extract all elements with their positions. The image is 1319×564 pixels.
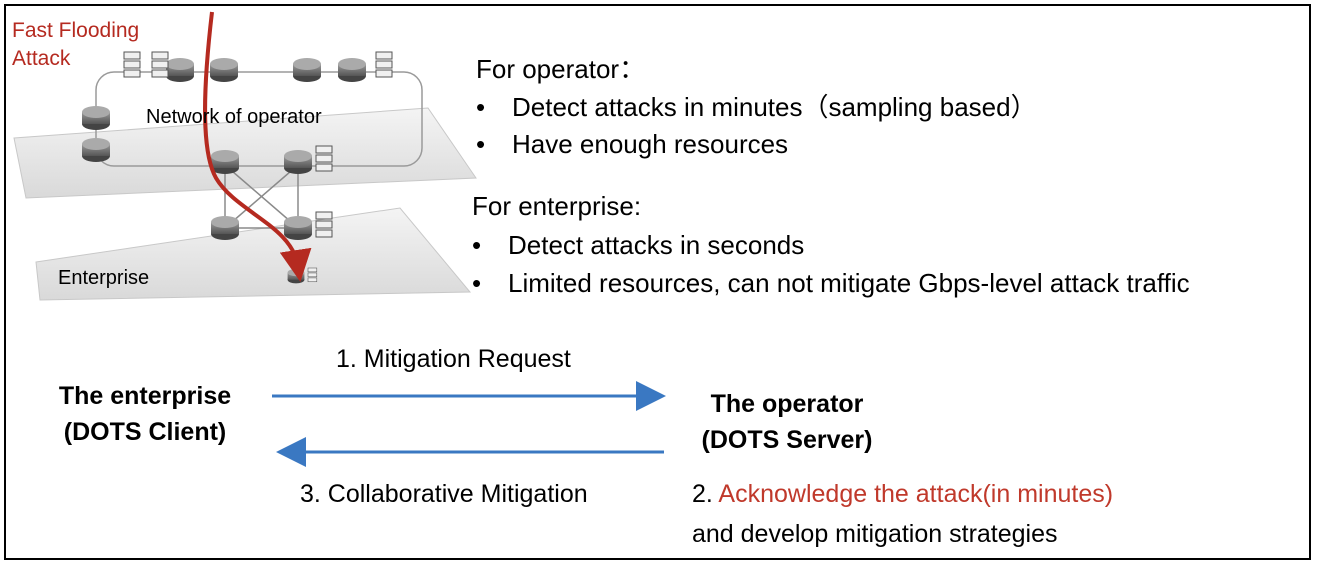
enterprise-network-plane	[35, 207, 472, 301]
operator-network-plane	[13, 107, 477, 199]
server-role: (DOTS Server)	[701, 426, 873, 454]
router-icon	[338, 58, 366, 82]
slide-frame	[4, 4, 1311, 560]
server-icon	[123, 51, 141, 78]
router-group	[82, 58, 366, 284]
router-icon	[287, 269, 305, 284]
attack-path	[203, 11, 312, 282]
router-icon	[284, 150, 312, 174]
step2-highlight: Acknowledge the attack(in minutes)	[718, 480, 1114, 508]
router-icon	[284, 216, 312, 240]
router-icon	[293, 58, 321, 82]
bullet-dot: •	[476, 92, 486, 122]
bullet-text: Limited resources, can not mitigate Gbps…	[508, 268, 1190, 298]
router-icon	[211, 150, 239, 174]
server-title: The operator	[710, 390, 864, 418]
operator-heading: For operator：	[476, 54, 646, 84]
step1-label: 1. Mitigation Request	[336, 345, 571, 373]
step2-label: 2. Acknowledge the attack(in minutes)	[692, 482, 1113, 507]
router-icon	[82, 106, 110, 130]
attack-label-line2: Attack	[12, 47, 71, 70]
bullet-text: Detect attacks in seconds	[508, 230, 805, 260]
client-title: The enterprise	[58, 382, 232, 410]
bullet-dot: •	[472, 268, 482, 298]
router-icon	[82, 138, 110, 162]
bullet-text: Have enough resources	[512, 129, 789, 159]
step2-detail: and develop mitigation strategies	[692, 520, 1058, 548]
router-icon	[210, 58, 238, 82]
router-icon	[166, 58, 194, 82]
server-icon	[315, 145, 333, 172]
dots-server: The operator (DOTS Server)	[676, 386, 898, 458]
step2-prefix: 2.	[692, 480, 719, 508]
server-icon	[151, 51, 169, 78]
server-group	[123, 51, 393, 283]
router-icon	[211, 216, 239, 240]
operator-bullet: • Have enough resources	[476, 131, 788, 157]
step3-label: 3. Collaborative Mitigation	[300, 480, 588, 508]
client-role: (DOTS Client)	[63, 418, 227, 446]
enterprise-bullet: • Limited resources, can not mitigate Gbp…	[472, 270, 1190, 296]
operator-network-label: Network of operator	[146, 106, 322, 128]
enterprise-heading: For enterprise:	[472, 191, 642, 221]
server-icon	[375, 51, 393, 78]
bullet-text: Detect attacks in minutes（sampling based…	[512, 92, 1037, 122]
bullet-dot: •	[476, 129, 486, 159]
operator-bullet: • Detect attacks in minutes（sampling base…	[476, 94, 1037, 120]
enterprise-bullet: • Detect attacks in seconds	[472, 232, 804, 258]
server-icon	[315, 211, 333, 238]
dots-client: The enterprise (DOTS Client)	[30, 378, 260, 450]
server-icon	[307, 267, 318, 283]
bullet-dot: •	[472, 230, 482, 260]
attack-label-line1: Fast Flooding	[12, 19, 140, 42]
enterprise-label: Enterprise	[58, 267, 150, 289]
